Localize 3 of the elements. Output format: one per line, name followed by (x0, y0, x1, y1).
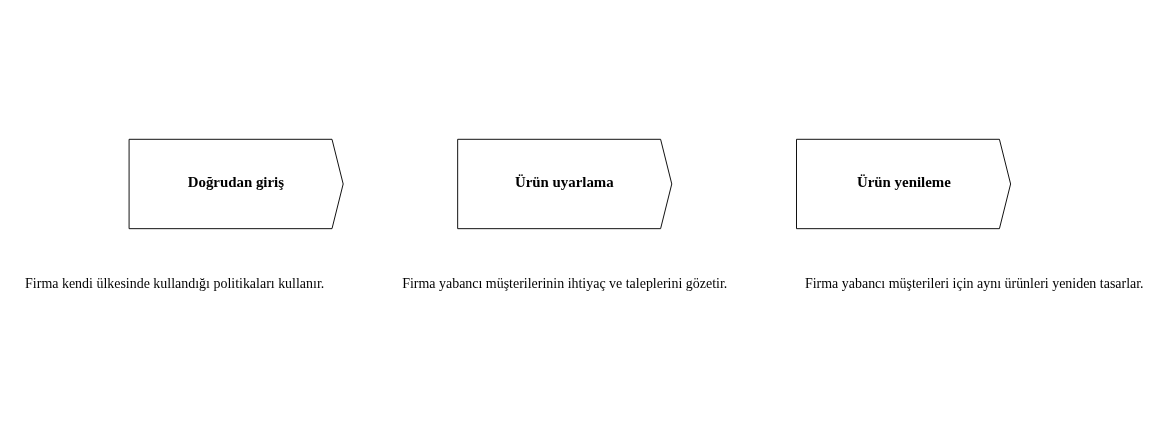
node-label: Firma yabancı müşterileri için aynı ürünleri yeniden tasarlar. (804, 275, 1144, 291)
node-label: Firma yabancı müşterilerinin ihtiyaç ve taleplerini gözetir. (402, 275, 728, 291)
node-label: Firma kendi ülkesinde kullandığı politikaları kullanır. (25, 275, 325, 291)
